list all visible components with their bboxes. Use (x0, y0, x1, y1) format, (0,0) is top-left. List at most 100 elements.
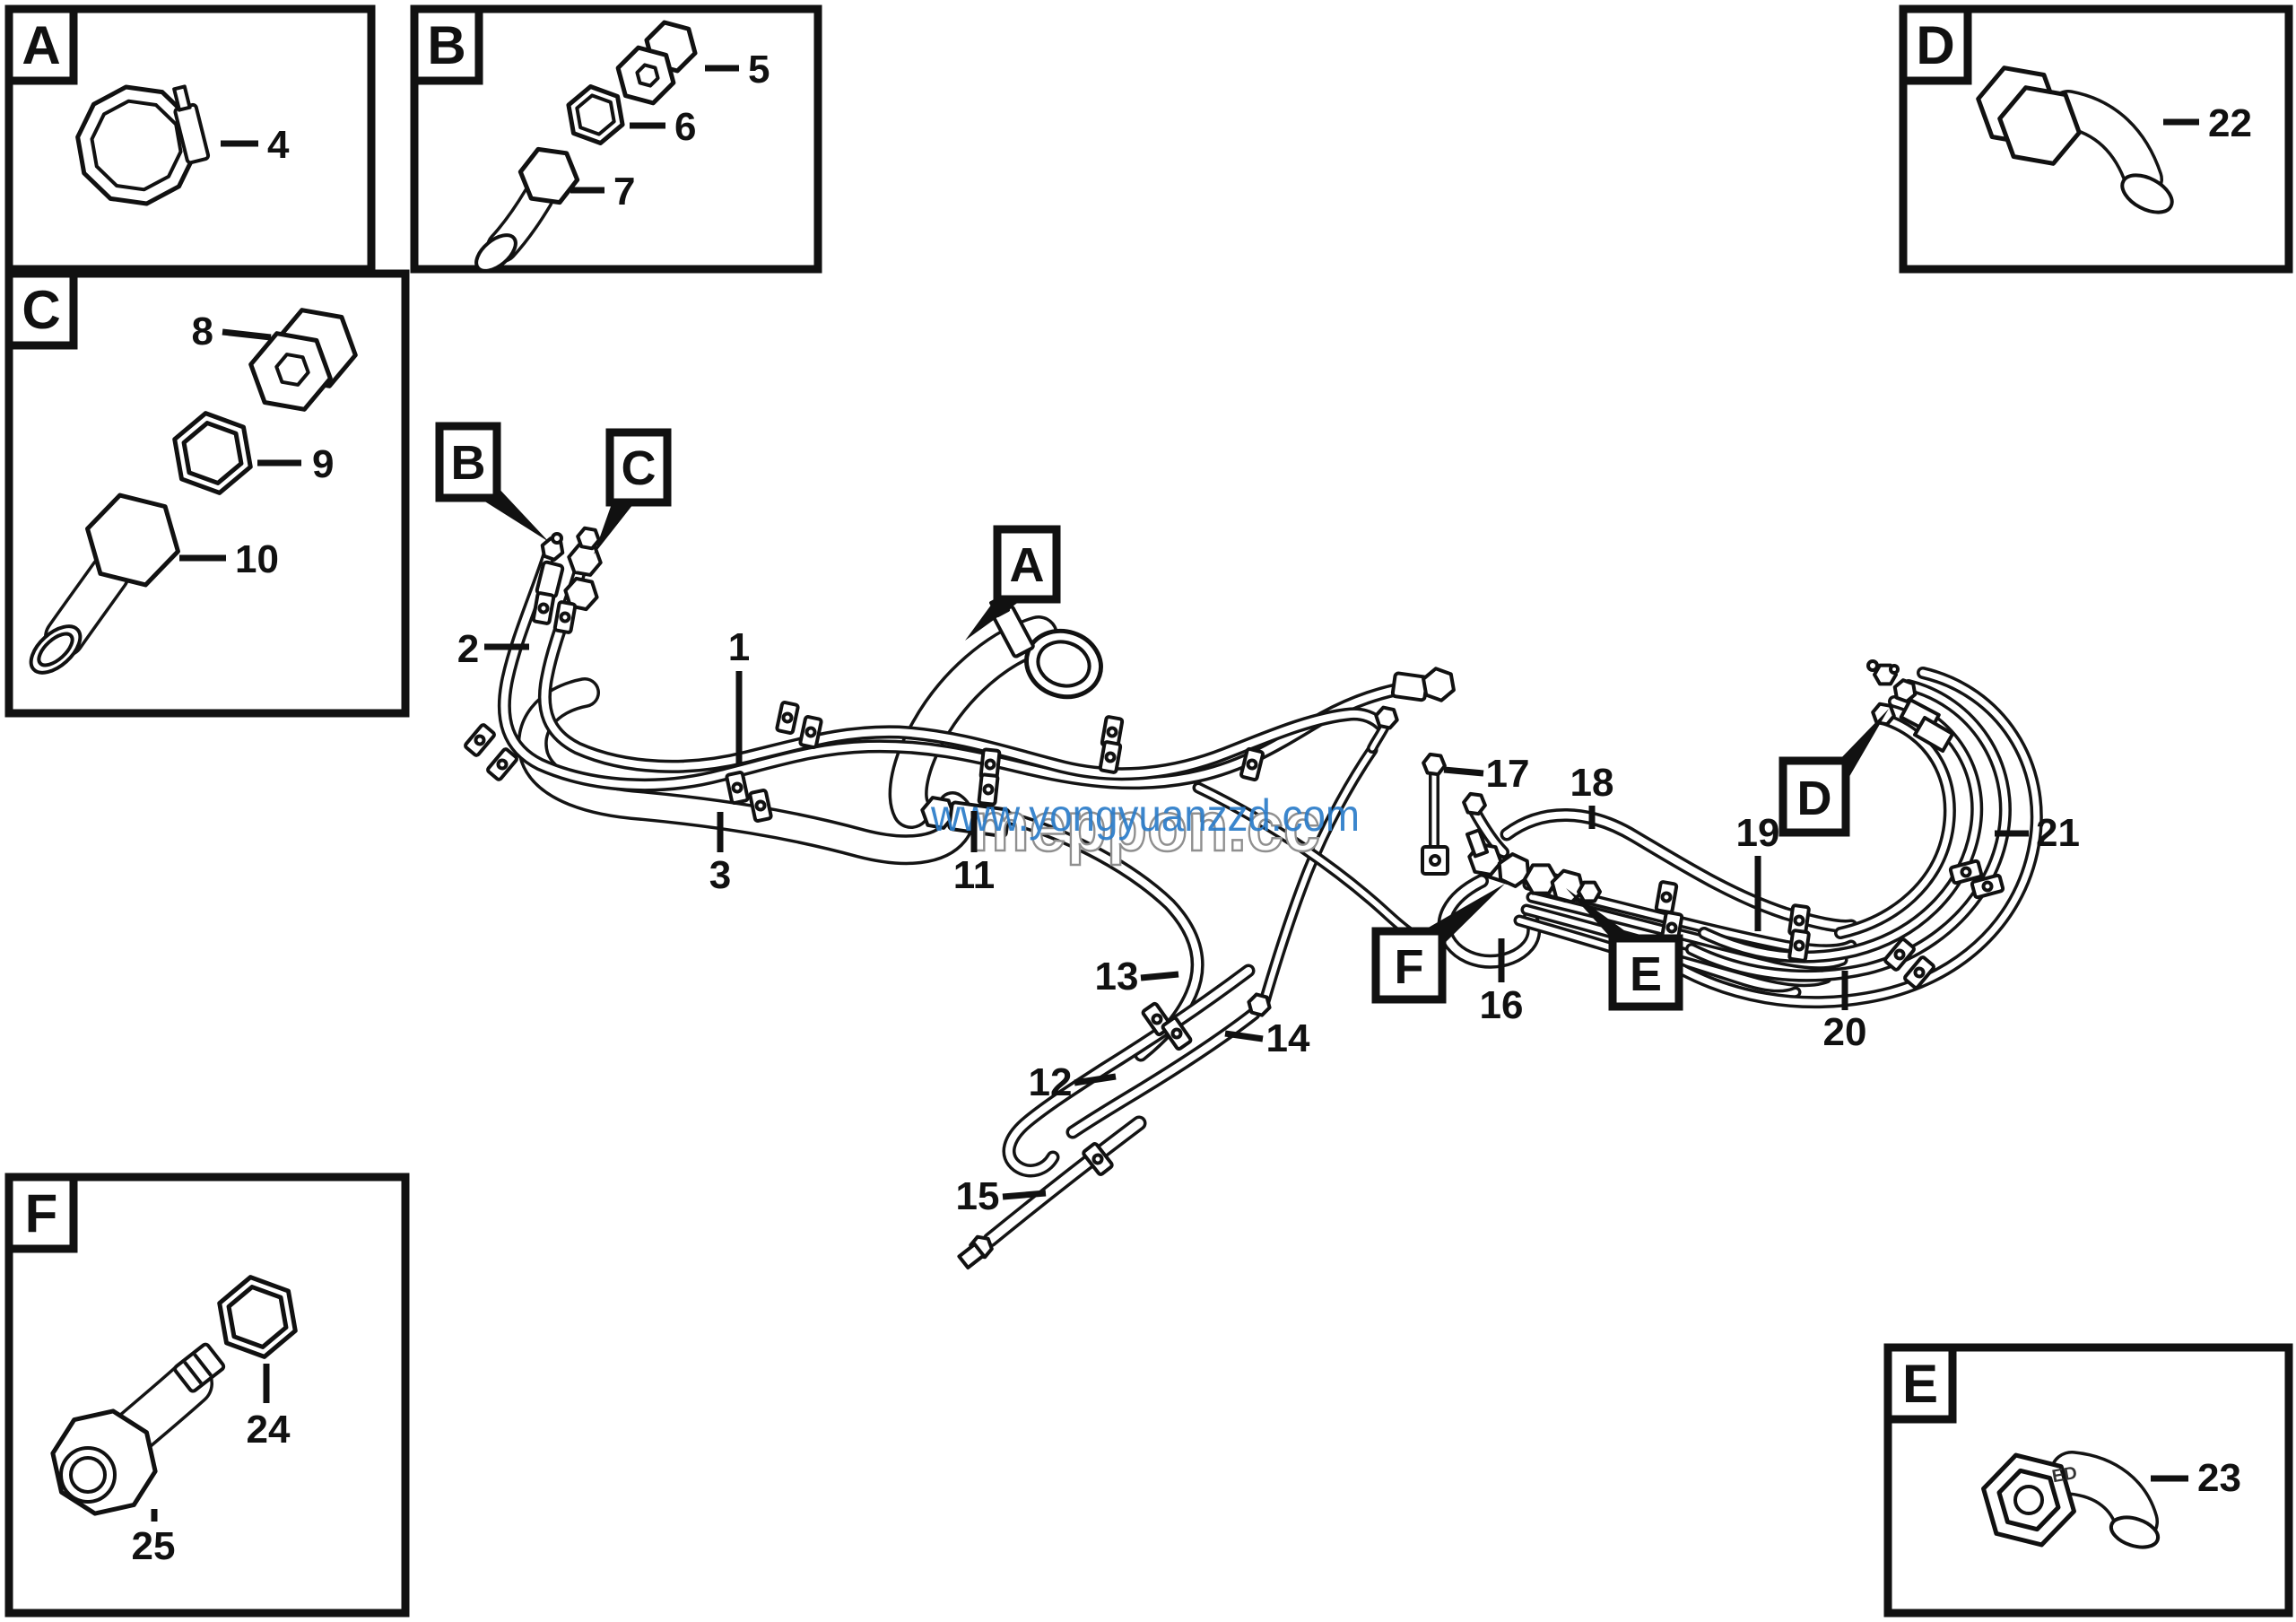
part-label-20: 20 (1823, 1010, 1867, 1054)
part-label-2: 2 (457, 627, 479, 671)
detail-box-tag (4, 1173, 78, 1253)
fitting-nut (1372, 704, 1401, 731)
part-label-5: 5 (748, 48, 770, 92)
pipe-clamp (774, 700, 801, 736)
part-4-drawing (75, 84, 211, 206)
part-label-19: 19 (1736, 811, 1780, 855)
detail-box-tag (410, 4, 483, 85)
detail-box-tag (4, 269, 78, 350)
part-label-8: 8 (192, 310, 213, 353)
pipe-clamp (724, 770, 751, 806)
part-label-13: 13 (1095, 955, 1139, 998)
detail-box-f: 24 25 F (4, 1173, 410, 1618)
pipe-clamp (747, 788, 774, 824)
callout-pointer (965, 594, 1022, 641)
detail-box-letter: E (1902, 1354, 1938, 1414)
detail-box-letter: F (25, 1183, 58, 1243)
part-label-11: 11 (953, 853, 996, 897)
callout-box (1371, 927, 1447, 1004)
fitting-nut (1460, 791, 1489, 816)
pipe-clamp (1654, 879, 1679, 915)
part-label-15: 15 (956, 1174, 1000, 1218)
pipe-clamp (1787, 928, 1812, 964)
detail-box-a: 4 A (4, 4, 376, 274)
part-25-drawing (50, 1342, 226, 1516)
part-22-drawing (1972, 65, 2174, 214)
part-label-14: 14 (1266, 1016, 1310, 1060)
fitting-nut (1420, 752, 1448, 777)
callout-box (993, 525, 1061, 604)
detail-box-letter: B (427, 15, 465, 75)
fitting-tip (957, 1242, 986, 1270)
detail-box-letter: C (22, 280, 60, 340)
callout-letter: A (1010, 538, 1045, 592)
pipe-clamp (552, 599, 578, 635)
callout-c: C (594, 428, 672, 554)
detail-box-d: 22 D (1899, 4, 2293, 274)
part-label-17: 17 (1486, 752, 1530, 796)
part-label-22: 22 (2208, 101, 2252, 145)
callout-box (1608, 934, 1683, 1011)
callout-pointer (1566, 888, 1638, 944)
pipe-clamp (797, 714, 824, 750)
detail-box-c: 8 9 10 C (4, 269, 410, 718)
detail-box-b: 5 6 7 B (410, 4, 822, 274)
fitting-sleeve (1390, 671, 1430, 702)
clamp-screw (1429, 854, 1441, 867)
part-label-10: 10 (235, 537, 279, 581)
pipe-clamp (484, 746, 520, 783)
detail-box-tag (1883, 1343, 1957, 1424)
part-label-16: 16 (1480, 983, 1524, 1027)
detail-box-letter: A (22, 15, 60, 75)
detail-box-letter: D (1916, 15, 1954, 75)
callout-d: D (1779, 709, 1889, 837)
loop-end-fittings (1866, 659, 1955, 754)
part-label-3: 3 (709, 853, 731, 897)
callout-box (605, 428, 672, 507)
part-label-25: 25 (132, 1524, 176, 1568)
logo-watermark: meppon.cc (970, 787, 1320, 866)
fitting-tip (551, 532, 563, 545)
callout-letter: B (451, 436, 486, 490)
part-label-23: 23 (2197, 1456, 2241, 1500)
part-label-24: 24 (247, 1408, 291, 1452)
callout-e: E (1566, 888, 1683, 1011)
callout-letter: F (1395, 940, 1424, 994)
part-label-21: 21 (2036, 811, 2080, 855)
hose-fittings (535, 525, 1955, 1270)
part-10-drawing (29, 490, 187, 675)
callout-pointer (594, 499, 633, 554)
fitting-nut (1244, 990, 1274, 1019)
detail-box-e: ED 23 E (1883, 1343, 2293, 1618)
pipe-clamp (462, 721, 498, 759)
fitting-sleeve (947, 800, 1011, 839)
part-label-12: 12 (1029, 1060, 1073, 1104)
pipe-clamp (1098, 739, 1123, 775)
callout-box (435, 422, 501, 502)
callout-box (1779, 756, 1850, 837)
pipe-clamps (462, 590, 2005, 1178)
callout-letter: E (1630, 947, 1662, 1001)
detail-box-tag (1899, 4, 1972, 85)
junction-manifold (1465, 828, 1602, 906)
detail-box-tag (4, 4, 78, 85)
pipe-clamp (531, 590, 556, 626)
callout-f: F (1371, 884, 1505, 1004)
part-label-9: 9 (312, 442, 334, 486)
part-label-6: 6 (674, 105, 696, 149)
part-label-1: 1 (728, 625, 750, 669)
part-stamp: ED (2050, 1463, 2078, 1487)
part-23-drawing: ED (1974, 1450, 2161, 1553)
part-7-drawing (474, 147, 580, 273)
part-labels: 1 2 3 11 12 13 14 15 16 17 18 19 20 21 (457, 625, 2080, 1218)
callout-letter: D (1797, 772, 1832, 825)
part-label-4: 4 (267, 123, 290, 167)
hose-11-bore (1036, 640, 1091, 688)
callout-b: B (435, 422, 549, 542)
part-label-7: 7 (613, 170, 635, 214)
site-watermark: www.yongyuanzzd.com (930, 790, 1360, 841)
callout-letter: C (622, 441, 657, 495)
part-label-18: 18 (1570, 761, 1614, 805)
